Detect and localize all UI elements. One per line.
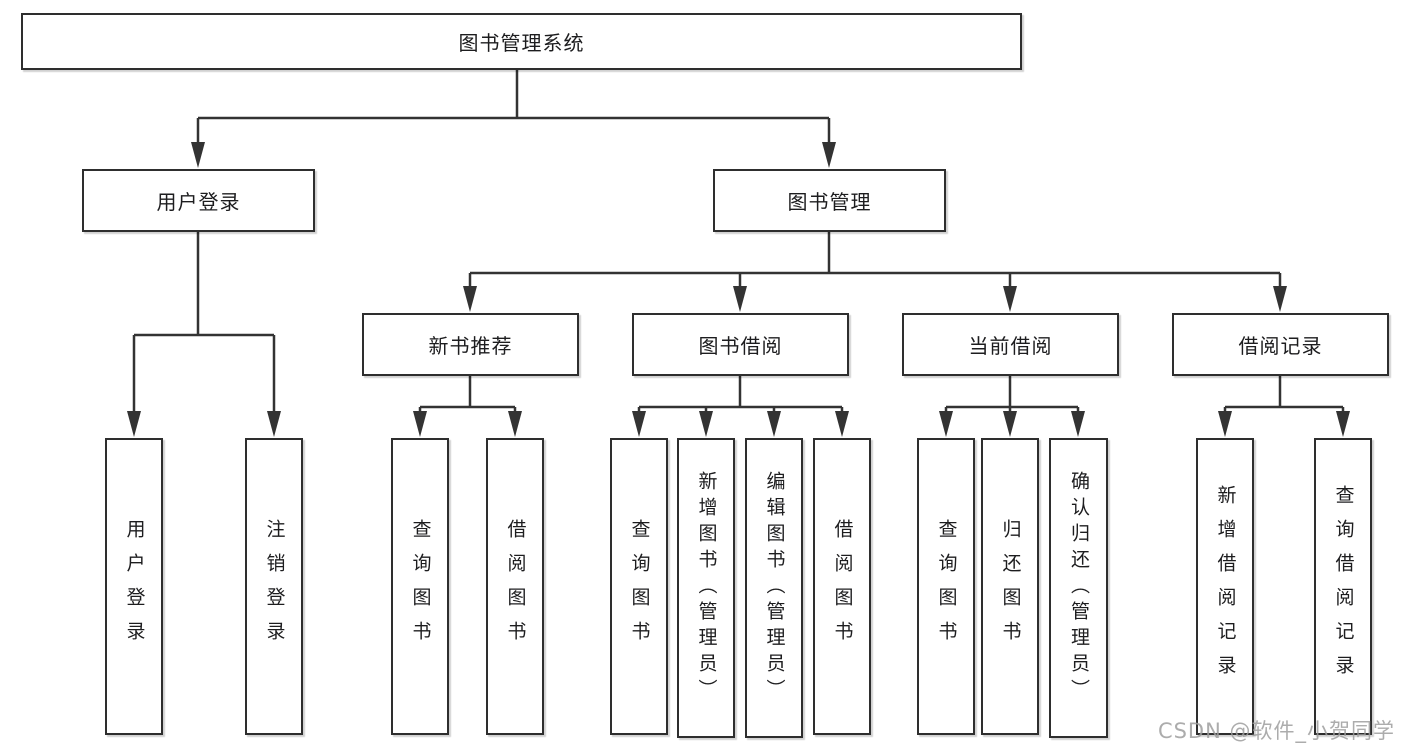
- node-edit-books-admin: 编辑图书（管理员）: [745, 438, 803, 738]
- node-add-borrow-record: 新增借阅记录: [1196, 438, 1254, 735]
- node-library-management-system: 图书管理系统: [21, 13, 1022, 70]
- node-borrowing-records: 借阅记录: [1172, 313, 1389, 376]
- csdn-watermark: CSDN @软件_小贺同学: [1157, 719, 1395, 743]
- node-book-management: 图书管理: [713, 169, 946, 232]
- node-query-books-current: 查询图书: [917, 438, 975, 735]
- node-user-login-group: 用户登录: [82, 169, 315, 232]
- node-add-books-admin: 新增图书（管理员）: [677, 438, 735, 738]
- node-borrow-books-recommend: 借阅图书: [486, 438, 544, 735]
- node-query-borrow-record: 查询借阅记录: [1314, 438, 1372, 735]
- node-confirm-return-admin: 确认归还（管理员）: [1049, 438, 1108, 738]
- node-new-book-recommendation: 新书推荐: [362, 313, 579, 376]
- node-query-books-borrow: 查询图书: [610, 438, 668, 735]
- node-current-borrowing: 当前借阅: [902, 313, 1119, 376]
- node-query-books-recommend: 查询图书: [391, 438, 449, 735]
- node-return-books: 归还图书: [981, 438, 1039, 735]
- node-borrow-books: 借阅图书: [813, 438, 871, 735]
- node-logout: 注销登录: [245, 438, 303, 735]
- node-user-login: 用户登录: [105, 438, 163, 735]
- node-book-borrowing: 图书借阅: [632, 313, 849, 376]
